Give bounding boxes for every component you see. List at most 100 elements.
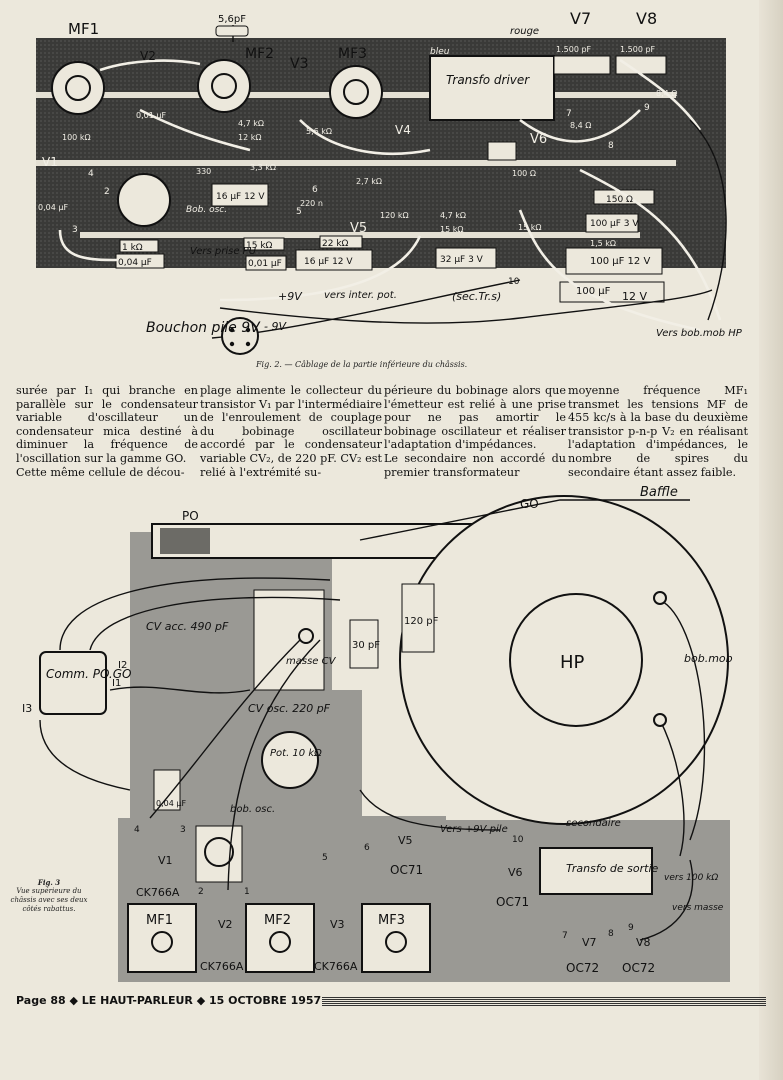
text-column-2: plage alimente le collecteur du transist… bbox=[200, 384, 382, 479]
fig3-label-i3: I3 bbox=[22, 702, 32, 715]
fig2-num-10: 10 bbox=[508, 277, 520, 287]
fig2-label-r47k: 4,7 kΩ bbox=[440, 211, 466, 220]
fig2-label-c100b: 100 µF bbox=[576, 286, 611, 297]
fig3-label-ck2: CK766A bbox=[200, 960, 244, 973]
fig3-label-ck1: CK766A bbox=[136, 886, 180, 899]
fig3-label-v7: V7 bbox=[582, 936, 597, 949]
page-footer: Page 88 ◆ LE HAUT-PARLEUR ◆ 15 OCTOBRE 1… bbox=[16, 994, 322, 1007]
fig2-label-c100-12: 100 µF 12 V bbox=[590, 256, 650, 267]
fig3-label-oc71a: OC71 bbox=[390, 863, 423, 877]
fig2-num-9: 9 bbox=[644, 103, 650, 113]
fig3-label-mf3: MF3 bbox=[378, 913, 405, 928]
fig3-label-secondaire: secondaire bbox=[566, 818, 621, 829]
fig2-label-r84b: 8,4 Ω bbox=[656, 89, 677, 98]
fig2-label-r84a: 8,4 Ω bbox=[570, 121, 591, 130]
fig2-num-4: 4 bbox=[88, 169, 94, 179]
fig2-num-7: 7 bbox=[566, 109, 572, 119]
fig2-label-c004: 0,04 µF bbox=[38, 203, 68, 212]
fig2-label-r150: 150 Ω bbox=[606, 195, 633, 205]
fig2-label-r33k: 3,3 kΩ bbox=[250, 163, 276, 172]
fig3-label-mf2: MF2 bbox=[264, 913, 291, 928]
fig2-label-mf1: MF1 bbox=[68, 20, 99, 38]
fig3-label-v8: V8 bbox=[636, 936, 651, 949]
fig2-label-r15k-ohm: 1,5 kΩ bbox=[590, 239, 616, 248]
fig2-label-r27k: 2,7 kΩ bbox=[356, 177, 382, 186]
fig2-label-r330: 330 bbox=[196, 167, 211, 176]
fig3-label-i1: I1 bbox=[112, 678, 121, 689]
fig2-label-r1k: 1 kΩ bbox=[122, 243, 143, 253]
fig3-label-c004: 0,04 µF bbox=[156, 799, 186, 808]
fig3-label-pot: Pot. 10 kΩ bbox=[270, 748, 322, 759]
fig2-label-sec-tr: (sec.Tr.s) bbox=[452, 290, 501, 303]
fig2-label-c1500a: 1.500 pF bbox=[556, 45, 592, 54]
text-column-1: surée par I₁ qui branche en parallèle su… bbox=[16, 384, 198, 479]
fig3-label-v5: V5 bbox=[398, 834, 413, 847]
fig2-label-12v: 12 V bbox=[622, 290, 647, 303]
fig2-label-c16b: 16 µF 12 V bbox=[304, 257, 353, 267]
fig2-num-3: 3 bbox=[72, 225, 78, 235]
fig3-label-cv-osc: CV osc. 220 pF bbox=[248, 702, 331, 715]
fig2-label-minus9: - 9V bbox=[264, 320, 287, 333]
fig3-num-6: 6 bbox=[364, 843, 370, 853]
fig2-label-c1500b: 1.500 pF bbox=[620, 45, 656, 54]
fig2-label-r12k: 12 kΩ bbox=[238, 133, 261, 142]
fig2-num-5: 5 bbox=[296, 207, 302, 217]
fig2-num-8: 8 bbox=[608, 141, 614, 151]
fig2-label-v8: V8 bbox=[636, 9, 657, 28]
fig2-label-bleu: bleu bbox=[430, 47, 450, 57]
fig2-label-r15kc: 15 kΩ bbox=[518, 223, 541, 232]
fig2-label-c32: 32 µF 3 V bbox=[440, 255, 484, 265]
fig3-label-oc72b: OC72 bbox=[622, 961, 655, 975]
text-column-4: moyenne fréquence MF₁ transmet les tensi… bbox=[568, 384, 748, 479]
fig2-label-c001b: 0,01 µF bbox=[248, 259, 282, 269]
fig3-label-i2: I2 bbox=[118, 660, 127, 671]
figure-3-caption: Vue supérieure du châssis avec ses deux … bbox=[10, 887, 88, 913]
figure-2-wiring-diagram: MF1 V2 MF2 V3 MF3 V7 V8 V1 V4 V5 V6 5,6p… bbox=[36, 9, 743, 355]
fig3-label-oc71b: OC71 bbox=[496, 895, 529, 909]
fig3-label-transfo-sortie: Transfo de sortie bbox=[566, 862, 659, 875]
fig3-label-go: GO bbox=[520, 497, 539, 511]
fig3-num-4: 4 bbox=[134, 825, 140, 835]
fig2-label-v2: V2 bbox=[140, 49, 156, 63]
fig2-label-c100-3: 100 µF 3 V bbox=[590, 219, 639, 229]
fig2-label-r220n: 220 n bbox=[300, 199, 323, 208]
fig2-label-c16uf: 16 µF 12 V bbox=[216, 192, 265, 202]
fig2-label-cap-top: 5,6pF bbox=[218, 14, 246, 25]
fig2-label-r120k: 120 kΩ bbox=[380, 211, 409, 220]
text-column-3: périeure du bobinage alors que l'émetteu… bbox=[384, 384, 566, 479]
fig3-label-comm: Comm. PO.GO bbox=[46, 667, 131, 681]
fig3-num-7: 7 bbox=[562, 931, 568, 941]
fig3-label-cv-acc: CV acc. 490 pF bbox=[146, 620, 229, 633]
fig3-num-8: 8 bbox=[608, 929, 614, 939]
fig3-label-bob-osc: bob. osc. bbox=[230, 804, 275, 815]
fig2-label-v6: V6 bbox=[530, 132, 547, 147]
fig3-label-hp: HP bbox=[560, 652, 585, 673]
fig2-label-v3: V3 bbox=[290, 56, 308, 72]
fig3-label-v2: V2 bbox=[218, 918, 233, 931]
fig2-label-c001a: 0,01 µF bbox=[136, 111, 166, 120]
fig3-label-vers-pile: Vers +9V pile bbox=[440, 824, 508, 835]
fig2-label-r15kb: 15 kΩ bbox=[440, 225, 463, 234]
fig3-label-c30: 30 pF bbox=[352, 640, 380, 651]
fig2-label-r100: 100 Ω bbox=[512, 169, 536, 178]
fig3-num-10: 10 bbox=[512, 835, 524, 845]
fig2-label-vers-bob: Vers bob.mob HP bbox=[656, 328, 743, 339]
fig3-label-v3: V3 bbox=[330, 918, 345, 931]
fig2-label-r22k: 22 kΩ bbox=[322, 239, 349, 249]
fig3-label-ck3: CK766A bbox=[314, 960, 358, 973]
fig3-num-5: 5 bbox=[322, 853, 328, 863]
fig2-label-mf2: MF2 bbox=[245, 46, 274, 62]
fig2-num-2: 2 bbox=[104, 187, 110, 197]
fig2-label-c004b: 0,04 µF bbox=[118, 258, 152, 268]
fig2-label-r56k: 5,6 kΩ bbox=[306, 127, 332, 136]
figure-2-caption: Fig. 2. — Câblage de la partie inférieur… bbox=[256, 360, 468, 369]
figure-3-number: Fig. 3 bbox=[37, 878, 61, 887]
fig3-num-2: 2 bbox=[198, 887, 204, 897]
fig2-label-r15k: 15 kΩ bbox=[246, 241, 273, 251]
fig3-label-vers-masse: vers masse bbox=[672, 903, 724, 913]
fig2-label-transfo-driver: Transfo driver bbox=[446, 73, 530, 87]
fig3-label-mf1: MF1 bbox=[146, 913, 173, 928]
fig3-label-baffle: Baffle bbox=[640, 485, 678, 500]
fig2-label-v7: V7 bbox=[570, 9, 591, 28]
fig3-label-masse-cv: masse CV bbox=[286, 656, 337, 667]
